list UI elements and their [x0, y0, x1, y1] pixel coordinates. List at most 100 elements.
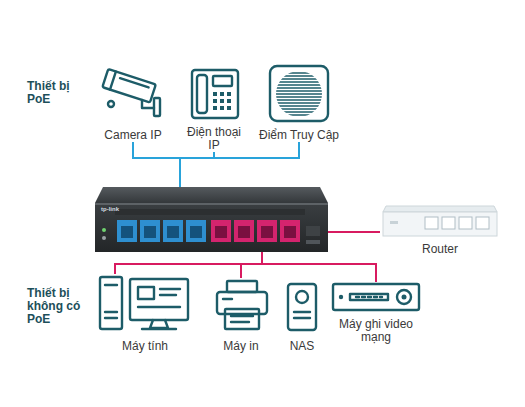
- poe-switch-illustration-part: [102, 236, 106, 240]
- access-point-icon-part-part: [272, 81, 326, 82]
- poe-switch-illustration-part: [238, 226, 250, 238]
- access-point-icon-part-part: [272, 93, 326, 94]
- group-heading: Thiết bị không có PoE: [27, 287, 85, 326]
- access-point-icon-part-part: [272, 90, 326, 91]
- nvr-icon-part: [350, 294, 388, 300]
- network-cable: [115, 252, 262, 274]
- nas-icon-part: [296, 291, 308, 303]
- camera-icon-part: [142, 100, 154, 108]
- phone-icon-part: [227, 92, 231, 96]
- poe-switch-illustration-part: [115, 209, 305, 215]
- nvr-icon-part: [333, 284, 419, 310]
- brand-mark: tp-link: [101, 206, 119, 213]
- device-label: Máy ghi video mạng: [330, 318, 422, 344]
- poe-switch-illustration-part: [190, 226, 202, 238]
- printer-icon-part: [227, 281, 257, 292]
- access-point-icon-part-part: [272, 111, 326, 112]
- phone-icon-part: [220, 92, 224, 96]
- poe-switch-illustration-part: [186, 220, 206, 242]
- device-label: NAS: [284, 340, 320, 353]
- nvr-device: Máy ghi video mạng: [330, 282, 422, 344]
- router-device: Router: [380, 204, 500, 256]
- computer-icon-part: [105, 311, 117, 313]
- computer-icon-part: [105, 317, 117, 319]
- computer-icon-part: [138, 287, 154, 299]
- router-icon-part: [383, 212, 497, 236]
- poe-switch-illustration-part: [280, 220, 300, 242]
- camera-icon-part-part: [110, 72, 116, 90]
- access-point-icon-part-part: [272, 108, 326, 109]
- phone-icon-part: [220, 99, 224, 103]
- poe-switch-illustration-part: [211, 220, 231, 242]
- computer-device: Máy tính: [98, 274, 192, 353]
- network-cable: [328, 231, 380, 233]
- access-point-device: Điểm Truy Cập: [253, 62, 345, 142]
- poe-switch-illustration-part: [144, 226, 156, 238]
- phone-device: Điện thoại IP: [182, 62, 246, 152]
- poe-switch-illustration-part: [261, 226, 273, 238]
- access-point-icon-part-part: [272, 78, 326, 79]
- poe-switch: tp-link: [95, 187, 328, 252]
- router-icon: [383, 206, 497, 236]
- computer-icon-part: [150, 320, 168, 328]
- camera-device: Camera IP: [95, 62, 171, 142]
- device-label: Điện thoại IP: [182, 126, 246, 152]
- access-point-icon-part-part: [272, 75, 326, 76]
- camera-icon-part: [154, 98, 160, 116]
- poe-switch-illustration-part: [102, 228, 106, 232]
- nas-icon-part: [294, 317, 310, 319]
- camera-icon-part: [108, 101, 114, 107]
- access-point-icon-part-part: [272, 87, 326, 88]
- access-point-icon-part-part: [272, 114, 326, 115]
- computer-icon-part: [130, 279, 188, 320]
- network-cable: [241, 252, 262, 278]
- phone-icon-part: [227, 106, 231, 110]
- nvr-icon-part: [356, 296, 382, 298]
- phone-icon-part: [197, 75, 207, 113]
- poe-switch-illustration-part: [306, 240, 320, 244]
- camera-icon-part-part: [120, 78, 149, 87]
- phone-icon-part: [213, 76, 232, 86]
- phone-icon-part: [220, 106, 224, 110]
- computer-icon-part: [160, 294, 176, 296]
- nas-icon-part: [288, 284, 316, 330]
- poe-switch-illustration-part: [257, 220, 277, 242]
- router-icon-part: [442, 217, 455, 229]
- poe-switch-illustration-part: [163, 220, 183, 242]
- network-cable: [133, 142, 180, 187]
- router-icon-part: [459, 217, 472, 229]
- printer-icon-part: [231, 321, 249, 323]
- network-cable: [262, 252, 376, 282]
- poe-switch-illustration-part: [121, 226, 133, 238]
- camera-icon-part: [102, 69, 155, 103]
- printer-icon-part: [231, 315, 253, 317]
- camera-icon: [102, 69, 160, 116]
- nas-icon-part: [294, 311, 310, 313]
- nvr-icon-part: [397, 290, 411, 304]
- poe-switch-illustration-part: [215, 226, 227, 238]
- poe-switch-illustration-part: [306, 226, 320, 236]
- poe-switch-illustration-part: [117, 220, 137, 242]
- access-point-icon-part-part: [272, 102, 326, 103]
- phone-icon-part: [213, 92, 217, 96]
- printer-icon: [217, 281, 267, 329]
- poe-switch-illustration-part: [95, 203, 328, 252]
- computer-icon-part: [160, 288, 180, 290]
- computer-icon-part: [138, 306, 180, 308]
- access-point-icon-part-part: [272, 96, 326, 97]
- device-label: Máy in: [212, 340, 270, 353]
- poe-switch-illustration-part: [95, 203, 328, 205]
- access-point-icon-part-part: [272, 84, 326, 85]
- printer-icon-part: [225, 309, 259, 329]
- poe-switch-illustration-part: [95, 187, 328, 203]
- nvr-icon: [333, 284, 419, 310]
- router-icon-part: [476, 217, 489, 229]
- device-label: Điểm Truy Cập: [253, 129, 345, 142]
- device-label: Máy tính: [98, 340, 192, 353]
- computer-icon-part: [142, 328, 176, 330]
- camera-icon-part-part: [102, 69, 155, 103]
- printer-icon-part: [223, 298, 232, 300]
- phone-icon-part: [213, 99, 217, 103]
